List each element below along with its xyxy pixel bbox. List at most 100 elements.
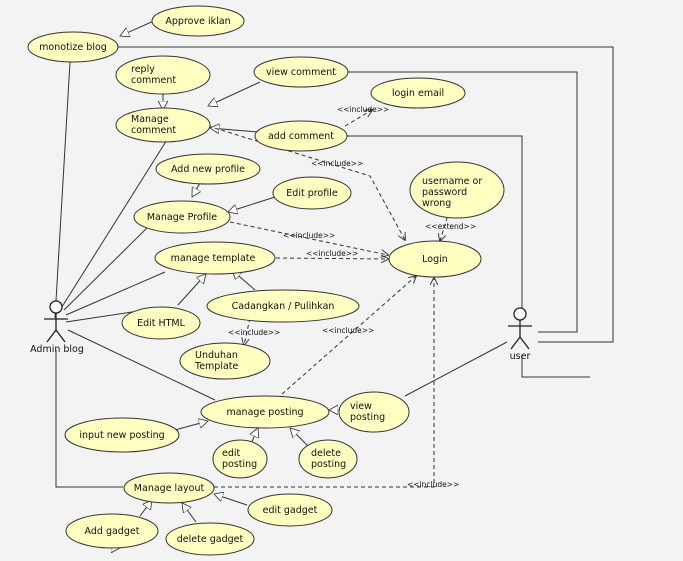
assoc-add-comment-user (347, 135, 523, 313)
use-case-edit-profile[interactable]: Edit profile (272, 176, 352, 210)
use-case-label-line: monotize blog (39, 42, 107, 53)
use-case-label-line: manage template (171, 253, 256, 264)
dep-manage-template-login (275, 258, 388, 259)
use-case-shape (27, 31, 119, 63)
use-case-shape (206, 289, 360, 323)
use-case-shape (388, 240, 482, 278)
gen-edithtml-manage-template (177, 274, 206, 306)
use-case-shape (247, 493, 333, 527)
use-case-manage-template[interactable]: manage template (154, 241, 276, 275)
use-case-label-line: comment (131, 125, 176, 136)
use-case-input-new-posting[interactable]: input new posting (64, 417, 180, 453)
use-case-label-line: comment (131, 75, 176, 86)
dep-manage-posting-login (281, 276, 416, 395)
use-case-label-line: Manage layout (134, 483, 205, 494)
use-case-shape (154, 241, 276, 275)
use-case-label-line: view comment (266, 67, 336, 78)
use-case-label: Manage Profile (147, 212, 217, 223)
use-case-label: Add gadget (85, 526, 140, 537)
label-include-manage-layout: <<include>> (407, 480, 459, 489)
use-case-shape (155, 153, 261, 185)
actor-admin-blog[interactable]: Admin blog (30, 300, 84, 355)
assoc-admin-manage-profile (63, 224, 151, 311)
use-case-edit-gadget[interactable]: edit gadget (247, 493, 333, 527)
assoc-admin-manage-layout (55, 350, 123, 488)
use-case-add-new-profile[interactable]: Add new profile (155, 153, 261, 185)
use-case-label-line: Edit HTML (137, 318, 186, 329)
use-case-manage-profile[interactable]: Manage Profile (133, 200, 231, 234)
use-case-edit-html[interactable]: Edit HTML (121, 306, 201, 340)
assoc-admin-manage-posting (67, 329, 216, 401)
use-case-label: Approve iklan (165, 16, 230, 27)
actor-figure-icon (508, 307, 532, 350)
use-case-label: Manage layout (134, 483, 205, 494)
use-case-add-comment[interactable]: add comment (254, 120, 348, 152)
gen-addprofile-manage-profile (191, 182, 200, 197)
stereotype-labels: <<include>> <<include>> <<extend>> <<inc… (228, 105, 476, 489)
use-case-shape (123, 472, 215, 504)
use-case-label: manage posting (226, 407, 303, 418)
label-include-manage-comment: <<include>> (311, 159, 363, 168)
use-case-label-line: manage posting (226, 407, 303, 418)
gen-input-manage-posting (174, 421, 208, 431)
label-include-manage-template: <<include>> (306, 249, 358, 258)
actor-label: user (510, 351, 531, 362)
use-case-label-line: input new posting (79, 430, 164, 441)
use-case-label-line: posting (222, 459, 257, 470)
use-case-label-line: Manage Profile (147, 212, 217, 223)
use-case-delete-gadget[interactable]: delete gadget (165, 522, 255, 556)
use-case-cadangkan-pulihkan[interactable]: Cadangkan / Pulihkan (206, 289, 360, 323)
use-case-label: monotize blog (39, 42, 107, 53)
assoc-monotize-user (117, 46, 614, 343)
use-case-label: delete gadget (177, 534, 244, 545)
use-case-label-line: Manage (131, 114, 169, 125)
dep-add-comment-login-email (344, 110, 372, 127)
actor-user[interactable]: user (508, 307, 532, 362)
assoc-admin-manage-template (65, 271, 166, 316)
use-case-label-line: view (350, 401, 372, 412)
use-case-shape (272, 176, 352, 210)
use-case-shape (115, 107, 211, 143)
use-case-add-gadget[interactable]: Add gadget (65, 513, 159, 549)
dep-cadangkan-unduhan (244, 317, 251, 345)
use-case-label: login email (392, 88, 444, 99)
use-case-view-comment[interactable]: view comment (253, 56, 349, 88)
use-case-shape (133, 200, 231, 234)
use-case-login-email[interactable]: login email (370, 77, 466, 109)
use-case-label-line: posting (350, 412, 385, 423)
use-case-login[interactable]: Login (388, 240, 482, 278)
use-case-shape (115, 55, 211, 95)
use-case-label-line: Add gadget (85, 526, 140, 537)
gen-editprofile-manage-profile (228, 196, 276, 212)
use-case-shape (254, 120, 348, 152)
use-case-label: add comment (268, 131, 334, 142)
use-case-label-line: Unduhan (195, 350, 238, 361)
use-case-label-line: Approve iklan (165, 16, 230, 27)
use-case-shape (121, 306, 201, 340)
use-case-monotize-blog[interactable]: monotize blog (27, 31, 119, 63)
actor-leg-left (510, 336, 521, 350)
actor-head (513, 307, 527, 321)
label-include-unduhan: <<include>> (228, 328, 280, 337)
use-case-shape (151, 5, 245, 37)
assoc-view-comment-user (347, 71, 578, 333)
use-case-approve-iklan[interactable]: Approve iklan (151, 5, 245, 37)
use-case-manage-posting[interactable]: manage posting (200, 395, 330, 429)
use-case-shape (64, 417, 180, 453)
use-case-label-line: wrong (422, 198, 451, 209)
use-case-manage-layout[interactable]: Manage layout (123, 472, 215, 504)
use-case-label-line: Edit profile (286, 188, 338, 199)
gen-view-manage-comment (208, 81, 261, 106)
